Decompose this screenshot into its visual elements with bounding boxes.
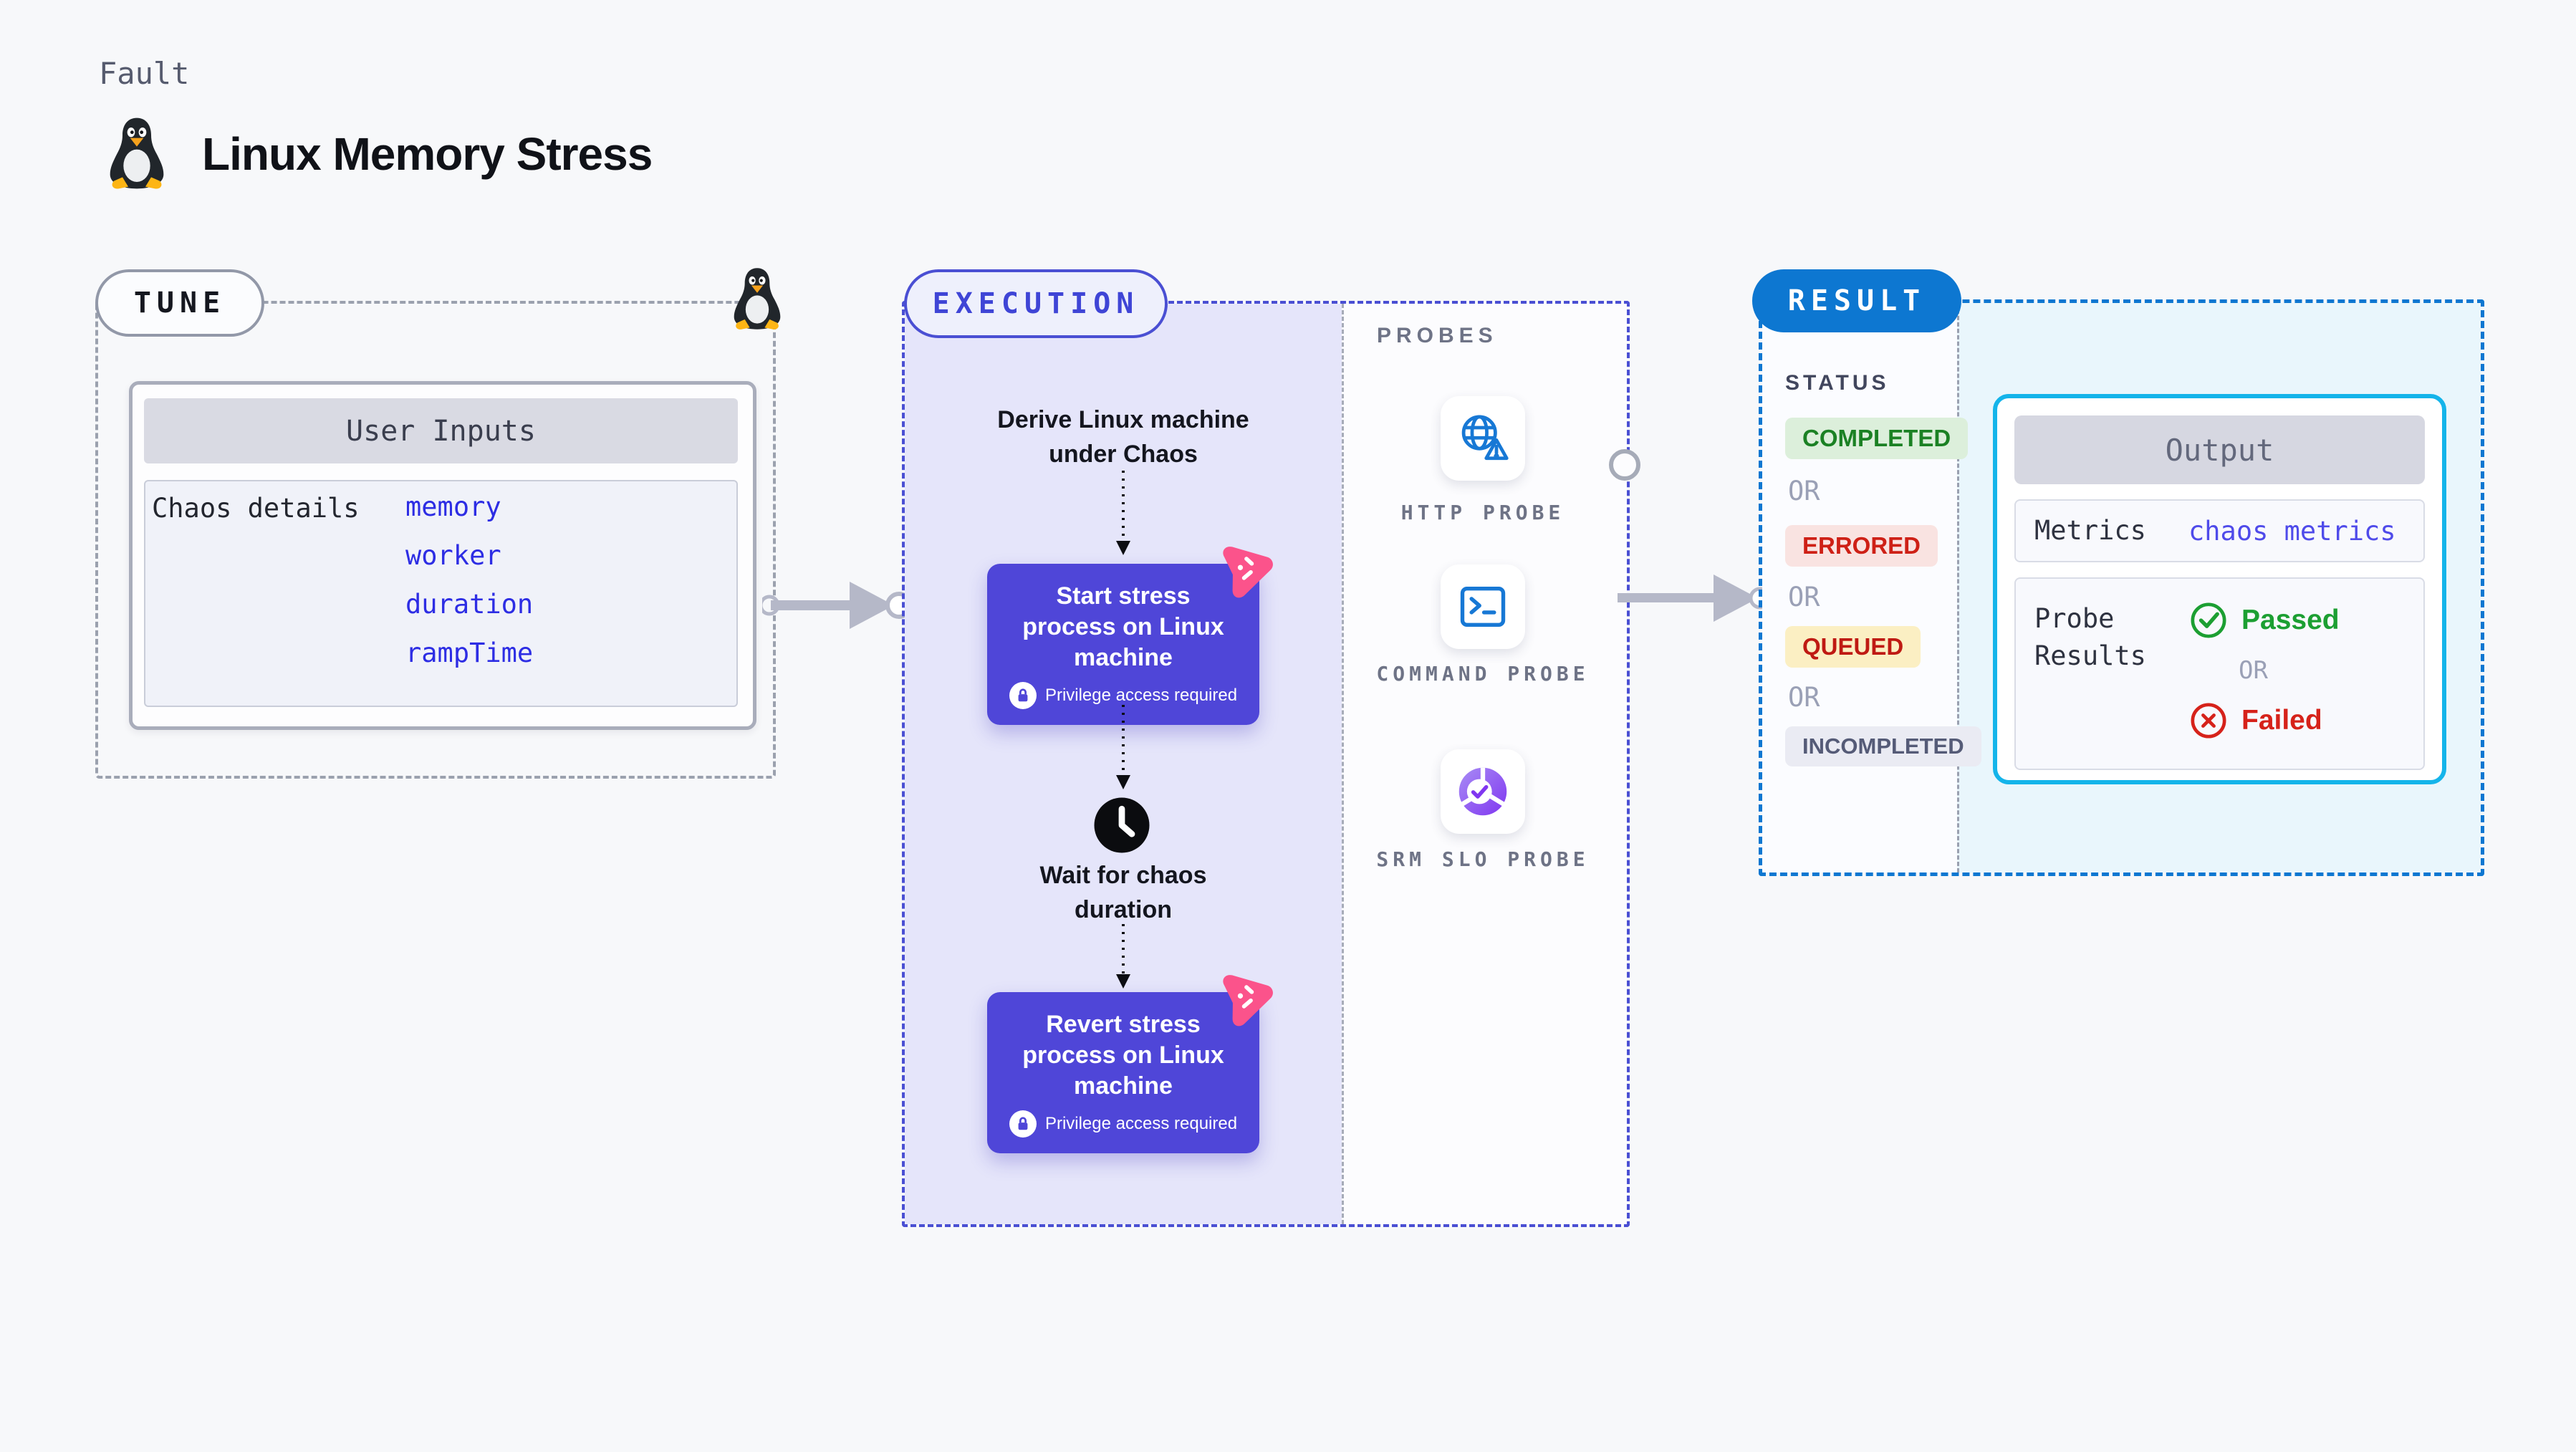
status-or: OR [1788, 476, 1820, 506]
http-probe-card [1441, 396, 1525, 481]
revert-stress-label: Revert stress process on Linux machine [1022, 1011, 1224, 1100]
metrics-label: Metrics [2034, 515, 2146, 546]
srm-slo-probe-card [1441, 749, 1525, 834]
status-badge-incompleted: INCOMPLETED [1785, 726, 1981, 766]
probe-results-label: Probe Results [2034, 603, 2146, 671]
tux-penguin-icon [734, 268, 781, 330]
status-badge-queued: QUEUED [1785, 626, 1921, 668]
privilege-note-text: Privilege access required [1044, 686, 1238, 705]
arrow-tune-to-execution [762, 582, 905, 629]
dotted-arrow-down-icon [1116, 924, 1130, 989]
status-or: OR [1788, 682, 1820, 713]
command-probe-label: COMMAND PROBE [1376, 662, 1590, 686]
http-probe-label: HTTP PROBE [1400, 501, 1565, 524]
passed-item: Passed [2188, 600, 2340, 640]
srm-slo-probe-icon [1458, 767, 1507, 816]
lock-icon [1009, 1110, 1037, 1138]
command-probe-icon [1460, 586, 1506, 628]
privilege-note: Privilege access required [987, 1110, 1259, 1138]
status-column [1762, 303, 1957, 872]
command-probe-card [1441, 564, 1525, 649]
failed-item: Failed [2188, 701, 2340, 741]
lock-icon [1009, 682, 1037, 709]
status-or: OR [1788, 582, 1820, 612]
start-stress-label: Start stress process on Linux machine [1022, 582, 1224, 671]
litmus-chaos-icon [1223, 975, 1273, 1027]
page-title: Linux Memory Stress [202, 128, 653, 180]
litmus-chaos-icon [1223, 547, 1273, 598]
link-memory[interactable]: memory [405, 491, 501, 522]
derive-step-text: Derive Linux machine under Chaos [997, 406, 1249, 468]
probes-heading: PROBES [1377, 324, 1498, 347]
privilege-note-text: Privilege access required [1044, 1114, 1238, 1133]
chaos-metrics-link[interactable]: chaos metrics [2188, 515, 2396, 547]
tux-penguin-icon [110, 117, 164, 189]
privilege-note: Privilege access required [987, 682, 1259, 709]
srm-slo-probe-label: SRM SLO PROBE [1376, 847, 1590, 871]
result-pill: RESULT [1752, 269, 1961, 332]
output-card: Output Metrics chaos metrics Probe Resul… [1993, 394, 2446, 784]
status-badge-errored: ERRORED [1785, 525, 1938, 567]
passed-text: Passed [2241, 605, 2340, 635]
user-inputs-body [144, 480, 738, 707]
check-circle-icon [2191, 602, 2226, 638]
execution-pill: EXECUTION [904, 269, 1168, 338]
dotted-arrow-down-icon [1116, 705, 1130, 789]
chaos-details-label: Chaos details [152, 493, 360, 524]
tune-section [95, 301, 776, 779]
dotted-arrow-down-icon [1116, 471, 1130, 555]
clock-icon [1094, 797, 1150, 853]
output-title: Output [2014, 415, 2425, 484]
link-rampTime[interactable]: rampTime [405, 638, 534, 668]
user-inputs-title: User Inputs [144, 398, 738, 463]
link-duration[interactable]: duration [405, 589, 534, 620]
status-heading: STATUS [1785, 371, 1890, 395]
wait-step-text: Wait for chaos duration [1039, 862, 1207, 923]
x-circle-icon [2191, 703, 2226, 739]
fault-eyebrow: Fault [99, 56, 190, 91]
failed-text: Failed [2241, 705, 2322, 736]
link-worker[interactable]: worker [405, 540, 501, 571]
connector-port [1609, 449, 1640, 481]
http-probe-icon [1461, 415, 1509, 461]
status-badge-completed: COMPLETED [1785, 418, 1969, 459]
arrow-execution-to-result [1618, 574, 1768, 622]
tune-pill: TUNE [95, 269, 264, 337]
revert-stress-node: Revert stress process on Linux machine P… [987, 992, 1259, 1153]
probe-results-row: Probe Results Passed OR Failed [2014, 577, 2425, 770]
start-stress-node: Start stress process on Linux machine Pr… [987, 564, 1259, 725]
metrics-row: Metrics chaos metrics [2014, 499, 2425, 562]
probe-results-or: OR [2239, 656, 2268, 685]
